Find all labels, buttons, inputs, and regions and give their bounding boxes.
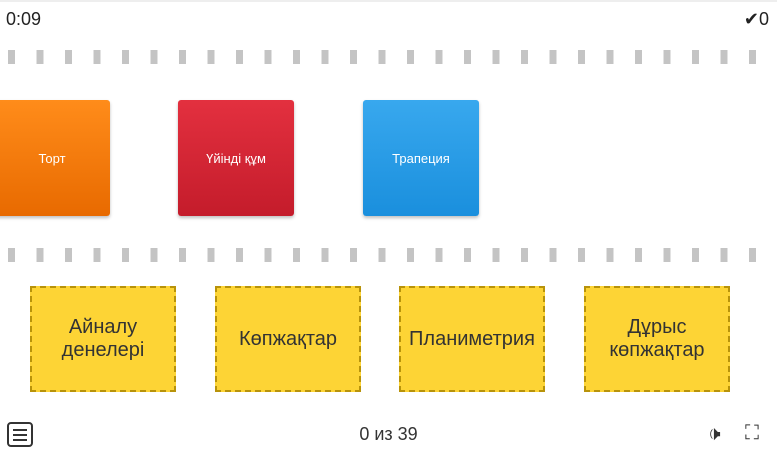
sound-button[interactable]: 🕩: [708, 423, 721, 446]
divider-bottom: [8, 248, 777, 262]
check-icon: ✔: [743, 9, 759, 29]
score-value: 0: [758, 9, 769, 29]
draggable-tile[interactable]: Үйінді құм: [178, 100, 294, 216]
fullscreen-button[interactable]: ⛶: [745, 422, 759, 445]
drop-target[interactable]: Көпжақтар: [215, 286, 361, 392]
drop-target[interactable]: Дұрыс көпжақтар: [584, 286, 730, 392]
draggable-tile[interactable]: Трапеция: [363, 100, 479, 216]
draggable-tile[interactable]: Торт: [0, 100, 110, 216]
timer: 0:09: [6, 9, 42, 29]
divider-top: [8, 50, 777, 64]
menu-icon: [13, 428, 27, 431]
speaker-icon: 🕩: [708, 423, 721, 445]
fullscreen-icon: ⛶: [745, 422, 759, 444]
progress-counter: 0 из 39: [359, 424, 418, 444]
drop-target[interactable]: Айналу денелері: [30, 286, 176, 392]
drop-target[interactable]: Планиметрия: [399, 286, 545, 392]
score: ✔0: [744, 9, 769, 30]
menu-button[interactable]: [7, 422, 33, 447]
